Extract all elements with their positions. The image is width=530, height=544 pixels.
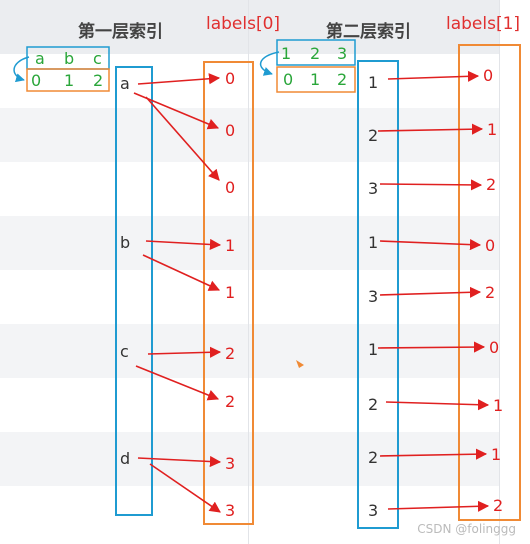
table-row-band bbox=[0, 108, 500, 162]
level2-value: 2 bbox=[368, 126, 378, 145]
table-row-band bbox=[0, 324, 500, 378]
level1-arrow bbox=[145, 238, 222, 251]
table-row-band bbox=[0, 432, 500, 486]
labels1-code: 0 bbox=[483, 66, 493, 85]
header-band bbox=[0, 0, 500, 54]
level1-arrow bbox=[137, 73, 221, 85]
watermark: CSDN @folinggg bbox=[417, 522, 516, 536]
labels0-code: 2 bbox=[225, 392, 235, 411]
labels0-column-box bbox=[203, 61, 254, 525]
level2-value: 1 bbox=[368, 73, 378, 92]
labels1-code: 1 bbox=[491, 445, 501, 464]
level2-value: 2 bbox=[368, 448, 378, 467]
level2-legend-code: 2 bbox=[337, 70, 347, 89]
level1-arrow bbox=[147, 346, 222, 358]
labels0-code: 0 bbox=[225, 121, 235, 140]
level2-value: 3 bbox=[368, 287, 378, 306]
level1-arrow bbox=[135, 365, 220, 401]
level2-legend-value: 2 bbox=[310, 44, 320, 63]
labels0-code: 3 bbox=[225, 501, 235, 520]
cursor-mark bbox=[296, 360, 304, 368]
level2-arrow bbox=[385, 399, 490, 411]
level1-legend-value: c bbox=[93, 49, 102, 68]
level2-value: 2 bbox=[368, 395, 378, 414]
level2-value: 3 bbox=[368, 179, 378, 198]
labels1-title: labels[1] bbox=[446, 14, 521, 34]
level1-arrow bbox=[149, 463, 221, 513]
level2-arrow bbox=[387, 70, 480, 82]
level1-legend-code: 1 bbox=[64, 71, 74, 90]
level1-legend-value: b bbox=[64, 49, 74, 68]
level1-legend-arrow bbox=[13, 56, 30, 83]
level1-value: c bbox=[120, 342, 129, 361]
labels0-code: 3 bbox=[225, 454, 235, 473]
level1-arrow bbox=[145, 96, 220, 181]
level1-legend-value: a bbox=[35, 49, 45, 68]
labels0-code: 2 bbox=[225, 344, 235, 363]
level1-value: d bbox=[120, 449, 130, 468]
level2-value: 3 bbox=[368, 501, 378, 520]
level2-legend-code: 1 bbox=[310, 70, 320, 89]
labels1-code: 1 bbox=[487, 120, 497, 139]
level1-values-column-box bbox=[115, 66, 153, 516]
level2-legend-value: 3 bbox=[337, 44, 347, 63]
labels0-code: 1 bbox=[225, 236, 235, 255]
level2-value: 1 bbox=[368, 233, 378, 252]
column-divider bbox=[499, 0, 500, 544]
level2-legend-codes-box bbox=[276, 66, 356, 93]
labels1-code: 2 bbox=[485, 283, 495, 302]
level2-value: 1 bbox=[368, 340, 378, 359]
level2-arrow bbox=[377, 123, 484, 135]
level1-value: b bbox=[120, 233, 130, 252]
level2-arrow bbox=[379, 179, 483, 191]
labels0-title: labels[0] bbox=[206, 14, 281, 34]
labels1-code: 0 bbox=[489, 338, 499, 357]
level1-legend-codes-box bbox=[26, 68, 110, 92]
level2-title: 第二层索引 bbox=[326, 22, 411, 42]
level1-title: 第一层索引 bbox=[78, 22, 163, 42]
labels0-code: 0 bbox=[225, 69, 235, 88]
level2-arrow bbox=[379, 239, 482, 251]
level2-arrow bbox=[377, 341, 486, 353]
labels0-code: 0 bbox=[225, 178, 235, 197]
column-divider bbox=[248, 0, 249, 544]
level2-legend-code: 0 bbox=[283, 70, 293, 89]
labels1-code: 2 bbox=[493, 496, 503, 515]
labels0-code: 1 bbox=[225, 283, 235, 302]
labels1-code: 0 bbox=[485, 236, 495, 255]
level2-arrow bbox=[379, 286, 482, 298]
level2-arrow bbox=[387, 500, 490, 512]
level1-arrow bbox=[142, 254, 221, 291]
level1-legend-code: 2 bbox=[93, 71, 103, 90]
labels1-column-box bbox=[458, 44, 521, 521]
level1-value: a bbox=[120, 74, 130, 93]
level2-arrow bbox=[379, 448, 488, 460]
level2-legend-value: 1 bbox=[281, 44, 291, 63]
level2-legend-arrow bbox=[260, 51, 280, 76]
labels1-code: 2 bbox=[486, 175, 496, 194]
labels1-code: 1 bbox=[493, 396, 503, 415]
level1-arrow bbox=[137, 455, 222, 468]
level1-legend-code: 0 bbox=[31, 71, 41, 90]
